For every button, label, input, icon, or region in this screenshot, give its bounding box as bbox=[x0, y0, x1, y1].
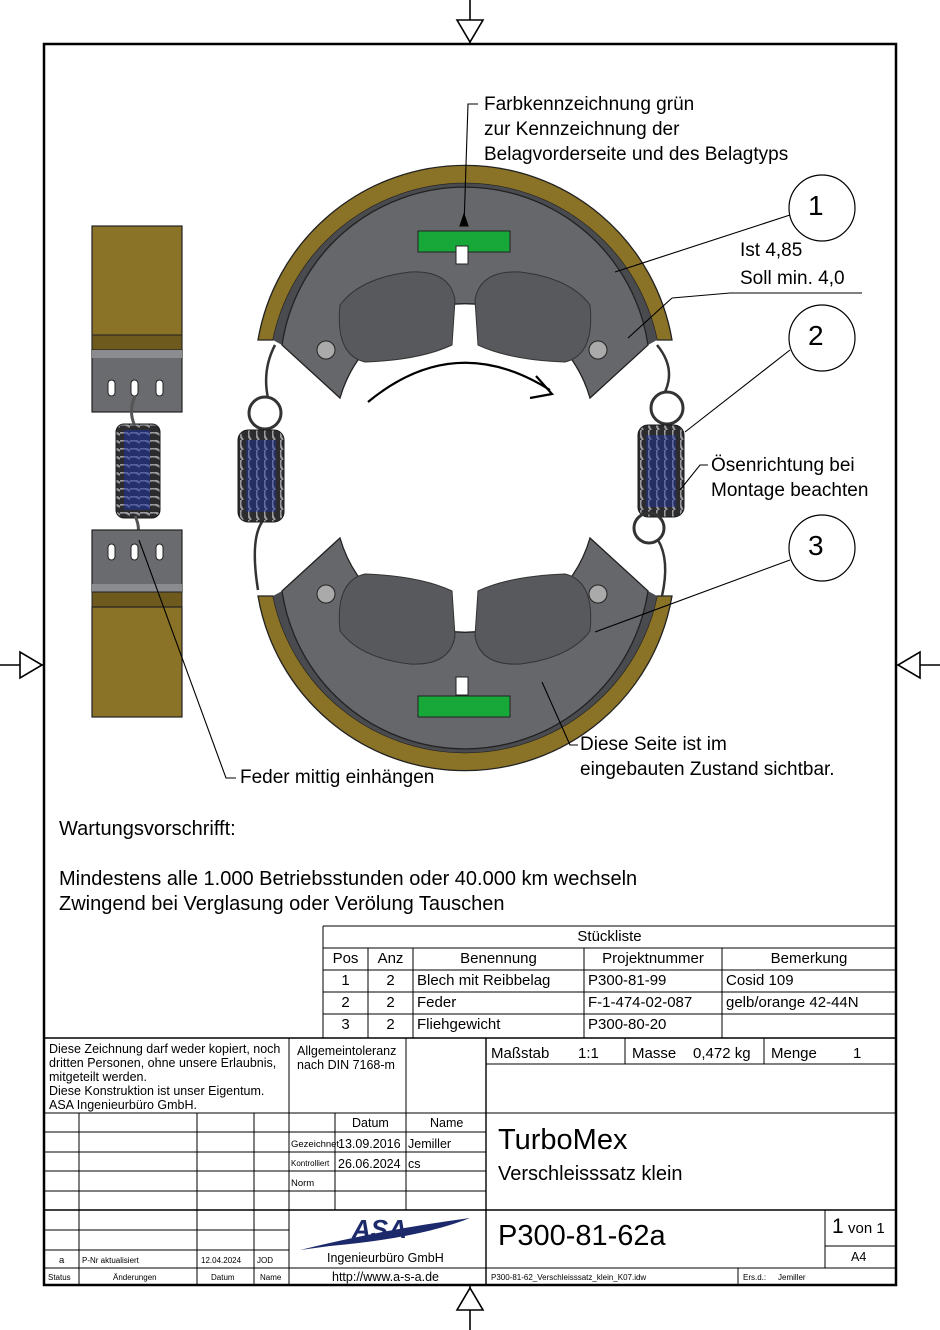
scale-label: Maßstab bbox=[491, 1045, 550, 1062]
row-3-projektnummer: P300-80-20 bbox=[588, 1016, 667, 1033]
parts-list-grid bbox=[322, 925, 896, 1038]
project-title: TurboMex bbox=[498, 1124, 628, 1156]
leader-lines bbox=[138, 103, 862, 779]
balloons bbox=[788, 174, 856, 582]
drawn-date: 13.09.2016 bbox=[338, 1137, 401, 1151]
company-website[interactable]: http://www.a-s-a.de bbox=[332, 1270, 439, 1284]
row-3-benennung: Fliehgewicht bbox=[417, 1016, 501, 1033]
drawn-label: Gezeichnet bbox=[291, 1139, 340, 1150]
replaces-value: Jemiller bbox=[778, 1273, 806, 1282]
color-mark-callout-3: Belagvorderseite und des Belagtyps bbox=[484, 144, 789, 165]
paper-format: A4 bbox=[851, 1250, 867, 1264]
rev-change: P-Nr aktualisiert bbox=[82, 1256, 139, 1265]
header-projektnummer: Projektnummer bbox=[602, 950, 704, 967]
eyelet-callout-1: Ösenrichtung bei bbox=[711, 455, 855, 476]
row-1-projektnummer: P300-81-99 bbox=[588, 972, 667, 989]
title-block-grid bbox=[44, 1037, 896, 1285]
brake-shoe-top bbox=[257, 164, 673, 400]
drawing-number: P300-81-62a bbox=[498, 1220, 666, 1252]
header-bemerkung: Bemerkung bbox=[770, 950, 848, 967]
asa-logo: ASA bbox=[300, 1214, 470, 1250]
rev-header-status: Status bbox=[48, 1273, 71, 1282]
row-2-projektnummer: F-1-474-02-087 bbox=[588, 994, 693, 1011]
color-mark-top bbox=[417, 230, 511, 253]
drawn-name: Jemiller bbox=[408, 1137, 452, 1151]
color-mark-callout-1: Farbkennzeichnung grün bbox=[484, 94, 695, 115]
rev-header-date: Datum bbox=[211, 1273, 235, 1282]
row-3-anz: 2 bbox=[386, 1016, 395, 1033]
copyright-line-5: ASA Ingenieurbüro GmbH. bbox=[49, 1098, 197, 1112]
tolerance-line-1: Allgemeintoleranz bbox=[297, 1044, 397, 1058]
row-2-bemerkung: gelb/orange 42-44N bbox=[726, 994, 859, 1011]
rev-header-change: Änderungen bbox=[113, 1273, 157, 1282]
copyright-line-2: dritten Personen, ohne unsere Erlaubnis, bbox=[49, 1056, 277, 1070]
row-3-pos: 3 bbox=[341, 1016, 350, 1033]
maintenance-title: Wartungsvorschrifft: bbox=[59, 818, 236, 840]
copyright-line-1: Diese Zeichnung darf weder kopiert, noch bbox=[49, 1042, 281, 1056]
rev-name: JOD bbox=[257, 1256, 273, 1265]
row-1-anz: 2 bbox=[386, 972, 395, 989]
norm-label: Norm bbox=[291, 1178, 315, 1189]
rev-date: 12.04.2024 bbox=[201, 1256, 242, 1265]
color-mark-bottom bbox=[417, 695, 511, 718]
visible-side-callout-2: eingebauten Zustand sichtbar. bbox=[580, 759, 835, 780]
mass-value: 0,472 kg bbox=[693, 1045, 751, 1062]
header-pos: Pos bbox=[332, 950, 359, 967]
tolerance-line-2: nach DIN 7168-m bbox=[297, 1058, 395, 1072]
qty-value: 1 bbox=[853, 1045, 862, 1062]
rev-status: a bbox=[59, 1255, 65, 1266]
thickness-target: Soll min. 4,0 bbox=[740, 268, 845, 289]
color-mark-callout-2: zur Kennzeichnung der bbox=[484, 119, 680, 140]
spring-right bbox=[632, 344, 685, 597]
balloon-2-label: 2 bbox=[808, 320, 824, 351]
sheet-number: 1 bbox=[832, 1215, 844, 1238]
balloon-3-label: 3 bbox=[808, 530, 824, 561]
row-1-bemerkung: Cosid 109 bbox=[726, 972, 794, 989]
mass-label: Masse bbox=[632, 1045, 677, 1062]
drawing-description: Verschleisssatz klein bbox=[498, 1163, 683, 1185]
checked-label: Kontrolliert bbox=[291, 1159, 330, 1168]
row-2-benennung: Feder bbox=[417, 994, 457, 1011]
balloon-1-label: 1 bbox=[808, 190, 824, 221]
checked-date: 26.06.2024 bbox=[338, 1157, 401, 1171]
rotation-arrow-icon bbox=[367, 361, 555, 403]
rev-header-name: Name bbox=[260, 1273, 282, 1282]
visible-side-callout-1: Diese Seite ist im bbox=[580, 734, 727, 755]
replaces-label: Ers.d.: bbox=[743, 1273, 767, 1282]
header-anz: Anz bbox=[377, 950, 404, 967]
row-2-pos: 2 bbox=[341, 994, 350, 1011]
eyelet-callout-2: Montage beachten bbox=[711, 480, 869, 501]
scale-value: 1:1 bbox=[578, 1045, 599, 1062]
copyright-line-4: Diese Konstruktion ist unser Eigentum. bbox=[49, 1084, 265, 1098]
parts-list-title: Stückliste bbox=[577, 928, 642, 945]
company-name: Ingenieurbüro GmbH bbox=[327, 1251, 444, 1265]
svg-text:ASA: ASA bbox=[351, 1214, 407, 1244]
copyright-line-3: mitgeteilt werden. bbox=[49, 1070, 147, 1084]
sheet-of: von 1 bbox=[848, 1220, 885, 1237]
header-benennung: Benennung bbox=[460, 950, 537, 967]
spring-left bbox=[237, 344, 285, 591]
row-1-pos: 1 bbox=[341, 972, 350, 989]
col-date: Datum bbox=[352, 1116, 389, 1130]
row-1-benennung: Blech mit Reibbelag bbox=[417, 972, 551, 989]
row-2-anz: 2 bbox=[386, 994, 395, 1011]
col-name: Name bbox=[430, 1116, 464, 1130]
file-name: P300-81-62_Verschleisssatz_klein_K07.idw bbox=[491, 1273, 647, 1282]
brake-shoe-bottom bbox=[257, 536, 673, 772]
maintenance-line-1: Mindestens alle 1.000 Betriebsstunden od… bbox=[59, 868, 638, 890]
checked-name: cs bbox=[408, 1157, 421, 1171]
spring-center-callout: Feder mittig einhängen bbox=[240, 767, 435, 788]
maintenance-line-2: Zwingend bei Verglasung oder Verölung Ta… bbox=[59, 893, 505, 915]
thickness-actual: Ist 4,85 bbox=[740, 240, 803, 261]
side-view bbox=[91, 225, 183, 718]
qty-label: Menge bbox=[771, 1045, 817, 1062]
